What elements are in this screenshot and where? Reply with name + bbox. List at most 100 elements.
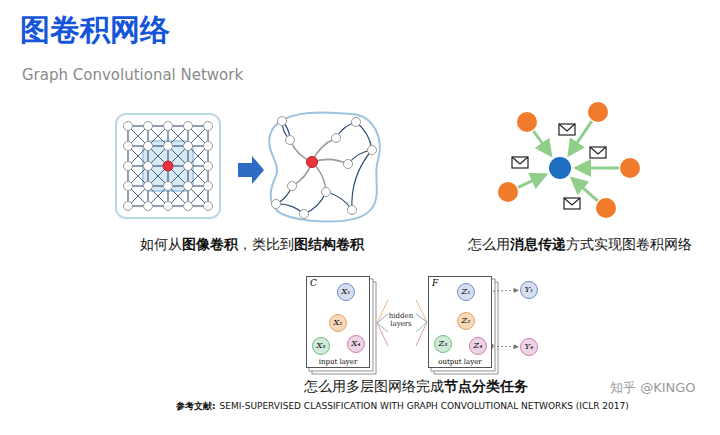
grid-frame: [116, 114, 220, 218]
pixel-node: [144, 122, 153, 131]
title: 图卷积网络: [20, 10, 170, 51]
graph-node: X₁: [337, 283, 355, 301]
graph-node: Z₂: [457, 312, 475, 330]
graph-outline: [269, 112, 380, 221]
vertex: [368, 146, 377, 155]
envelope: [564, 198, 580, 205]
pixel-node: [164, 182, 173, 191]
caption-bottom: 怎么用多层图网络完成: [304, 378, 444, 394]
neighbor-node: [498, 182, 518, 202]
pixel-node: [204, 202, 213, 211]
subtitle-row: Graph Convolutional Network: [22, 66, 243, 84]
target-node: [549, 157, 571, 179]
pixel-node: [204, 142, 213, 151]
caption-left: ，类比到: [238, 236, 294, 252]
label-link: [489, 346, 518, 348]
envelope: [559, 124, 575, 131]
pixel-node: [124, 122, 133, 131]
pixel-node: [184, 122, 193, 131]
envelope: [512, 157, 528, 164]
graph-structure: [272, 117, 377, 219]
graph-node: X₃: [312, 337, 330, 355]
pixel-node: [164, 122, 173, 131]
node-label: X₂: [334, 319, 343, 327]
graph-node: Z₄: [469, 337, 487, 355]
layer-panel: Foutput layer Z₁ Z₂ Z₃ Z₄: [428, 276, 492, 368]
graph-node: Z₁: [457, 283, 475, 301]
caption-left: 图像卷积: [182, 236, 238, 252]
reference-row: 参考文献:SEMI-SUPERVISED CLASSIFICATION WITH…: [176, 400, 629, 413]
graph-node: Y₁: [520, 281, 538, 299]
graph-node: X₂: [329, 314, 347, 332]
pixel-node: [184, 162, 193, 171]
node-label: Y₄: [525, 343, 534, 351]
vertex: [322, 188, 331, 197]
pixel-node: [144, 182, 153, 191]
layer-name: input layer: [307, 358, 369, 366]
graph-outline: [269, 112, 380, 221]
graph-node: X₄: [347, 335, 365, 353]
node-label: X₄: [352, 340, 361, 348]
pixel-node: [184, 142, 193, 151]
pixel-node: [144, 202, 153, 211]
node-label: X₁: [342, 288, 351, 296]
envelope: [590, 147, 606, 158]
layer-name: output layer: [429, 358, 491, 366]
reference: SEMI-SUPERVISED CLASSIFICATION WITH GRAP…: [220, 401, 629, 411]
pixel-node: [204, 162, 213, 171]
layer-panel: Cinput layerX₁X₂X₃X₄: [306, 276, 370, 368]
node-label: Z₂: [462, 317, 471, 325]
fan-lines: [377, 314, 388, 323]
vertex: [352, 118, 361, 127]
node-label: Y₁: [525, 286, 534, 294]
fan-lines: [416, 300, 427, 322]
caption-right-row: 怎么用消息传递方式实现图卷积网络: [468, 236, 692, 254]
fan-lines: [416, 322, 427, 332]
node-label: Z₄: [474, 342, 483, 350]
receptive-field: [143, 141, 193, 191]
node-label: X₃: [317, 342, 326, 350]
message-arrow: [576, 167, 619, 170]
node-label: Z₃: [439, 340, 448, 348]
caption-right: 怎么用: [468, 236, 510, 252]
layer-letter: F: [432, 278, 438, 288]
envelope: [512, 157, 528, 168]
fan-lines: [377, 300, 388, 323]
caption-left: 如何从: [140, 236, 182, 252]
caption-bottom: 节点分类任务: [444, 378, 528, 394]
pixel-node: [184, 202, 193, 211]
neighbor-node: [588, 102, 608, 122]
caption-left: 图结构卷积: [294, 236, 364, 252]
pixel-node: [124, 182, 133, 191]
pixel-node: [164, 142, 173, 151]
subtitle: Graph Convolutional Network: [22, 66, 243, 84]
block-arrow: [238, 156, 264, 184]
message-arrow: [533, 131, 550, 155]
fan-lines: [377, 300, 427, 346]
pixel-node: [204, 182, 213, 191]
fan-lines: [377, 323, 388, 332]
neighbor-node: [596, 198, 616, 218]
envelope: [559, 124, 575, 135]
envelope: [590, 147, 606, 154]
watermark: 知乎 @KINGO: [610, 380, 696, 395]
pixel-node: [124, 202, 133, 211]
vertex: [344, 160, 353, 169]
fan-lines: [377, 323, 388, 346]
pixel-node: [144, 142, 153, 151]
neighbor-node: [517, 112, 537, 132]
message-passing: [498, 102, 640, 218]
pixel-node: [124, 162, 133, 171]
pixel-node: [184, 182, 193, 191]
pixel-node: [144, 162, 153, 171]
center-vertex: [307, 157, 318, 168]
graph-node: Z₃: [434, 335, 452, 353]
vertex: [300, 210, 309, 219]
graph-node: Y₄: [520, 338, 538, 356]
vertex: [272, 200, 281, 209]
pixel-node: [124, 142, 133, 151]
center-pixel: [163, 161, 173, 171]
